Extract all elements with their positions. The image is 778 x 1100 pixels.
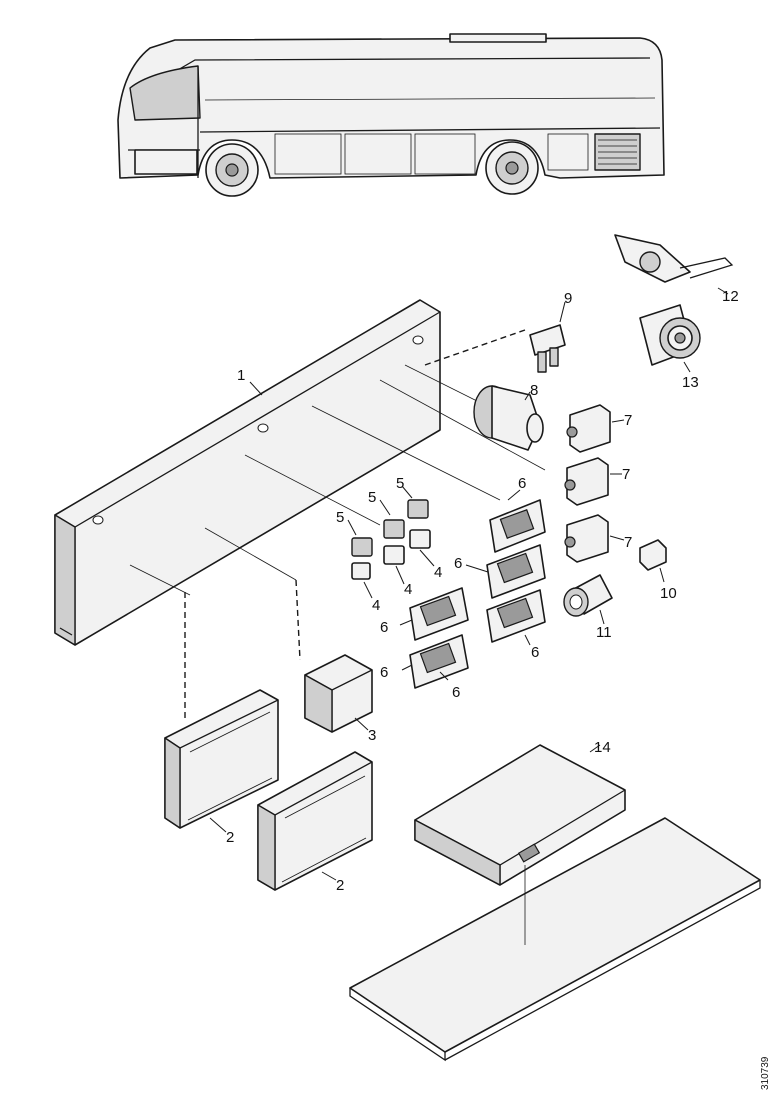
plug-11 [563, 574, 613, 617]
callout-6e: 6 [452, 684, 460, 701]
callout-13: 13 [682, 374, 699, 391]
callout-4b: 4 [404, 581, 412, 598]
callout-11: 11 [596, 624, 612, 641]
bracket-12 [614, 234, 734, 283]
control-unit-2b [257, 751, 373, 891]
bus-illustration [117, 33, 665, 197]
relays-4-5 [351, 499, 431, 580]
callout-5b: 5 [368, 489, 376, 506]
callout-6f: 6 [531, 644, 539, 661]
switch-10 [639, 539, 667, 571]
connector-plates-6 [409, 499, 546, 689]
callout-2b: 2 [336, 877, 344, 894]
callout-2a: 2 [226, 829, 234, 846]
callout-10: 10 [660, 585, 677, 602]
base-board [349, 817, 761, 1062]
callout-5c: 5 [396, 475, 404, 492]
module-3 [304, 654, 373, 733]
drawing-reference-number: 310739 [760, 1056, 771, 1090]
callout-9: 9 [564, 290, 572, 307]
callout-4a: 4 [372, 597, 380, 614]
switches-7 [564, 404, 611, 563]
socket-8 [473, 385, 544, 451]
callout-numbers: 1 2 2 3 4 4 4 5 5 5 6 6 6 6 6 6 6 7 7 7 … [226, 288, 739, 894]
mounting-panel-1 [54, 299, 441, 646]
callout-7a: 7 [624, 412, 632, 429]
callout-5a: 5 [336, 509, 344, 526]
callout-4c: 4 [434, 564, 442, 581]
unit-14 [414, 744, 626, 886]
callout-6d: 6 [380, 664, 388, 681]
callout-8: 8 [530, 382, 538, 399]
assembly-lines [129, 329, 546, 720]
luggage-doors [274, 133, 589, 175]
callout-12: 12 [722, 288, 739, 305]
callout-6c: 6 [380, 619, 388, 636]
callout-7b: 7 [622, 466, 630, 483]
socket-13 [639, 304, 701, 366]
callout-14: 14 [594, 739, 611, 756]
callout-6b: 6 [454, 555, 462, 572]
callout-3: 3 [368, 727, 376, 744]
connector-9 [529, 324, 566, 373]
callout-leaders [209, 287, 729, 881]
callout-1: 1 [237, 367, 245, 384]
callout-7c: 7 [624, 534, 632, 551]
callout-6a: 6 [518, 475, 526, 492]
control-unit-2a [164, 689, 279, 829]
